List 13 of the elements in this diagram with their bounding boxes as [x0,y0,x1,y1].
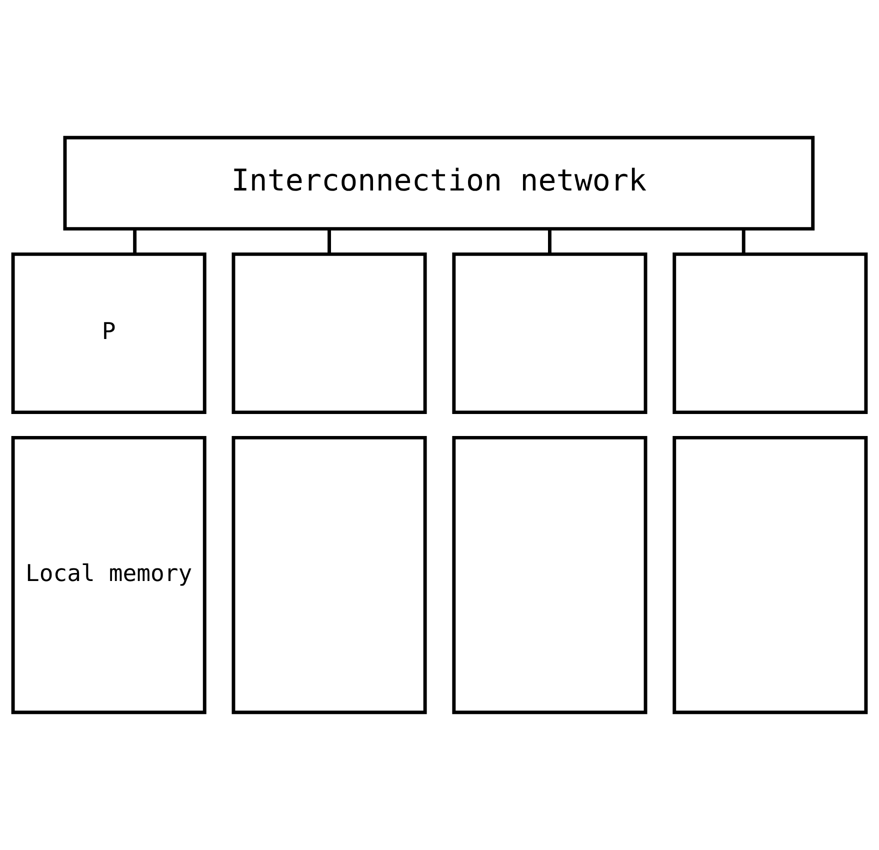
connector [548,229,552,254]
connector [133,229,137,254]
connector [328,229,331,254]
node-box [452,436,648,714]
node-box [452,252,648,414]
connector [742,229,746,254]
node-box [232,436,427,714]
node-box: Interconnection network [63,136,815,231]
node-box [672,436,868,714]
node-box [232,252,427,414]
node-box: Local memory [11,436,206,714]
node-box [672,252,868,414]
node-box: P [11,252,206,414]
